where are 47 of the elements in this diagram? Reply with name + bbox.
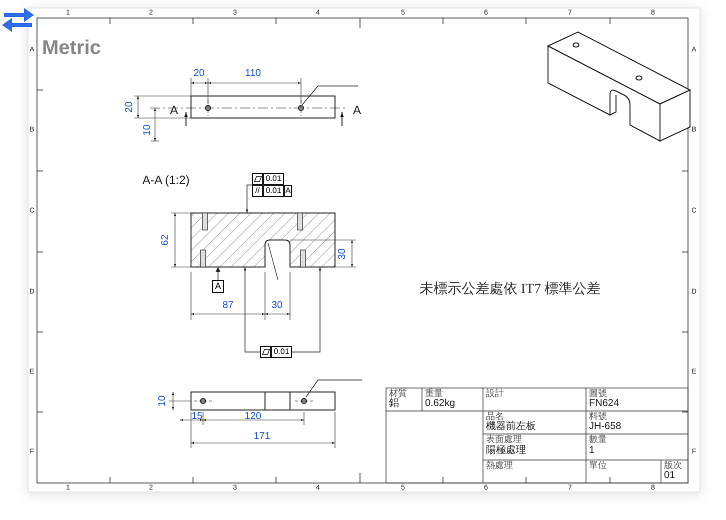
field-heading: 圖號 [589, 389, 607, 398]
dimension-value: 110 [245, 69, 261, 79]
leader-line [244, 266, 260, 352]
dimension-value: 10 [143, 124, 153, 136]
field-heading: 單位 [589, 461, 607, 470]
tolerance-value: 0.01 [271, 346, 292, 358]
dimension-value: 15 [191, 412, 203, 422]
field-value: 0.62kg [425, 399, 456, 409]
dimension-value: 20 [125, 101, 135, 113]
field-heading: 品名 [486, 412, 504, 421]
dimension-value: 30 [338, 248, 348, 260]
field-heading: 版次 [664, 461, 682, 470]
section-view-title: A-A (1:2) [142, 174, 190, 186]
field-heading: 熱處理 [486, 461, 513, 470]
dimension-value: 87 [222, 301, 234, 311]
field-value: 1 [589, 446, 595, 456]
leader-line [292, 266, 322, 352]
datum-label: A [212, 280, 224, 293]
tolerance-note: 未標示公差處依 IT7 標準公差 [419, 283, 601, 297]
dimension-value: 20 [193, 69, 205, 79]
unit-system-title: Metric [42, 38, 101, 58]
parallelism-symbol: // [252, 185, 263, 197]
dimension-value: 10 [158, 395, 168, 407]
section-view-drawing [190, 212, 336, 280]
field-heading: 重量 [425, 389, 443, 398]
field-value: 01 [664, 471, 676, 481]
field-value: JH-658 [589, 422, 622, 432]
dimension-value: 120 [244, 412, 262, 422]
field-heading: 表面處理 [486, 435, 522, 444]
tolerance-value: 0.01 [263, 173, 284, 185]
field-heading: 數量 [589, 435, 607, 444]
datum-reference: A [284, 185, 292, 197]
dimension-value: 30 [271, 301, 283, 311]
field-heading: 設計 [486, 389, 504, 398]
section-label: A [170, 104, 178, 116]
field-value: 陽極處理 [486, 446, 526, 456]
leader-line [216, 266, 220, 280]
tolerance-value: 0.01 [263, 185, 284, 197]
field-heading: 料號 [589, 412, 607, 421]
dimension-value: 171 [254, 432, 270, 442]
field-value: 鋁 [389, 399, 399, 409]
field-value: 機器前左板 [486, 422, 536, 432]
dimension-value: 62 [161, 234, 171, 246]
field-heading: 材質 [389, 389, 407, 398]
section-label: A [353, 104, 361, 116]
field-value: FN624 [589, 399, 620, 409]
leader-line [246, 184, 252, 214]
